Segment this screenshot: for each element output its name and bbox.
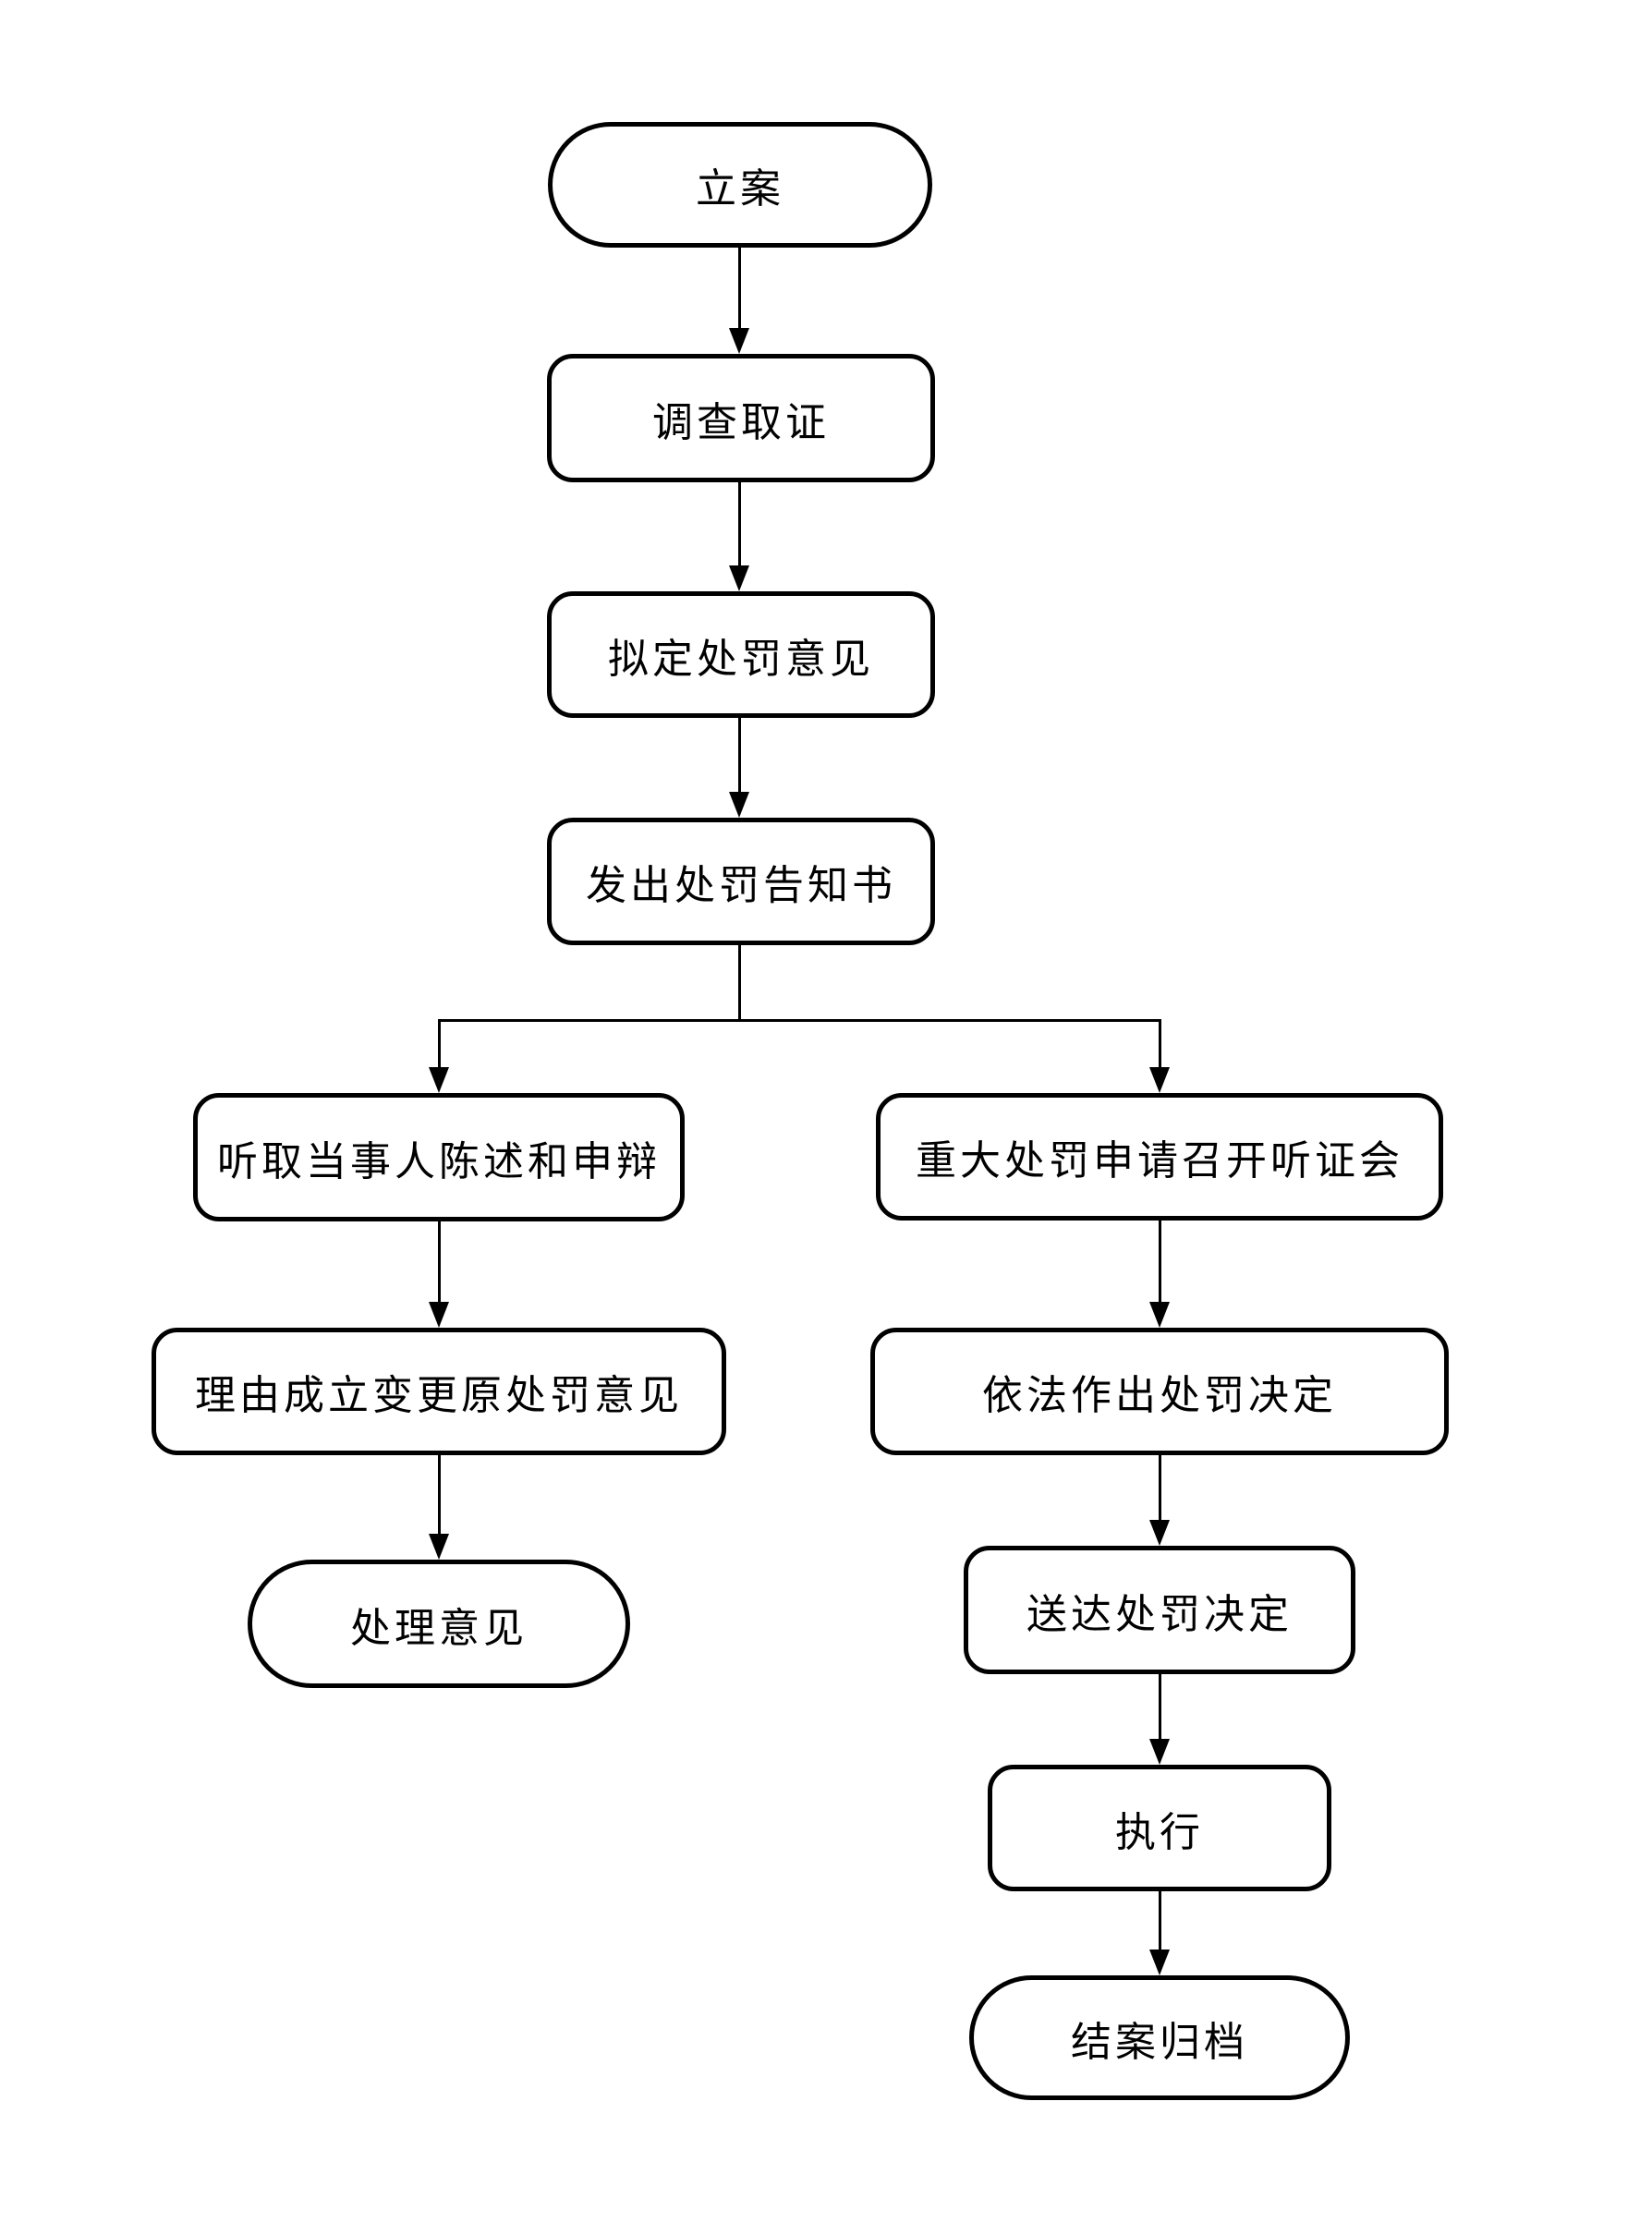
edge-decision-deliver-line xyxy=(1159,1455,1161,1520)
node-hearing-label: 重大处罚申请召开听证会 xyxy=(916,1138,1403,1184)
edge-hear-change-arrowhead-icon xyxy=(429,1302,449,1328)
node-opinion-label: 处理意见 xyxy=(350,1605,528,1651)
edge-hear-change-line xyxy=(438,1221,441,1302)
edge-change-opinion-line xyxy=(438,1455,441,1534)
node-hearing: 重大处罚申请召开听证会 xyxy=(876,1093,1443,1221)
node-archive: 结案归档 xyxy=(969,1975,1350,2100)
edge-branch-hear-line xyxy=(438,1019,441,1067)
node-opinion: 处理意见 xyxy=(248,1560,630,1688)
edge-branch-hear-arrowhead-icon xyxy=(429,1067,449,1093)
node-change-label: 理由成立变更原处罚意见 xyxy=(195,1373,683,1418)
edge-branch-hearing-line xyxy=(1159,1019,1161,1067)
edge-decision-deliver-arrowhead-icon xyxy=(1149,1520,1170,1546)
edge-execute-archive-arrowhead-icon xyxy=(1149,1950,1170,1975)
node-execute: 执行 xyxy=(988,1765,1331,1891)
node-notice: 发出处罚告知书 xyxy=(547,818,935,945)
node-draft: 拟定处罚意见 xyxy=(547,591,935,718)
node-deliver-label: 送达处罚决定 xyxy=(1026,1591,1293,1637)
edge-hearing-decision-line xyxy=(1159,1221,1161,1302)
node-draft-label: 拟定处罚意见 xyxy=(608,636,874,682)
node-execute-label: 执行 xyxy=(1115,1809,1204,1855)
node-start-label: 立案 xyxy=(696,166,784,212)
node-hear: 听取当事人陈述和申辩 xyxy=(193,1093,685,1221)
node-investigate: 调查取证 xyxy=(547,354,935,482)
node-decision: 依法作出处罚决定 xyxy=(870,1328,1449,1455)
node-change: 理由成立变更原处罚意见 xyxy=(152,1328,726,1455)
edge-execute-archive-line xyxy=(1159,1891,1161,1950)
edge-investigate-draft-line xyxy=(738,482,741,565)
edge-branch-horizontal-line xyxy=(438,1019,1161,1022)
node-decision-label: 依法作出处罚决定 xyxy=(982,1373,1337,1418)
node-start: 立案 xyxy=(548,122,932,248)
node-hear-label: 听取当事人陈述和申辩 xyxy=(217,1138,661,1184)
node-archive-label: 结案归档 xyxy=(1071,2019,1248,2065)
node-investigate-label: 调查取证 xyxy=(652,399,830,445)
edge-deliver-execute-line xyxy=(1159,1674,1161,1739)
edge-notice-branch-stem-line xyxy=(738,945,741,1022)
node-notice-label: 发出处罚告知书 xyxy=(586,863,896,908)
edge-start-investigate-arrowhead-icon xyxy=(729,328,749,354)
edge-change-opinion-arrowhead-icon xyxy=(429,1534,449,1560)
edge-hearing-decision-arrowhead-icon xyxy=(1149,1302,1170,1328)
edge-draft-notice-line xyxy=(738,718,741,792)
node-deliver: 送达处罚决定 xyxy=(964,1546,1355,1674)
edge-branch-hearing-arrowhead-icon xyxy=(1149,1067,1170,1093)
edge-draft-notice-arrowhead-icon xyxy=(729,792,749,818)
edge-start-investigate-line xyxy=(738,247,741,328)
edge-investigate-draft-arrowhead-icon xyxy=(729,565,749,591)
edge-deliver-execute-arrowhead-icon xyxy=(1149,1739,1170,1765)
